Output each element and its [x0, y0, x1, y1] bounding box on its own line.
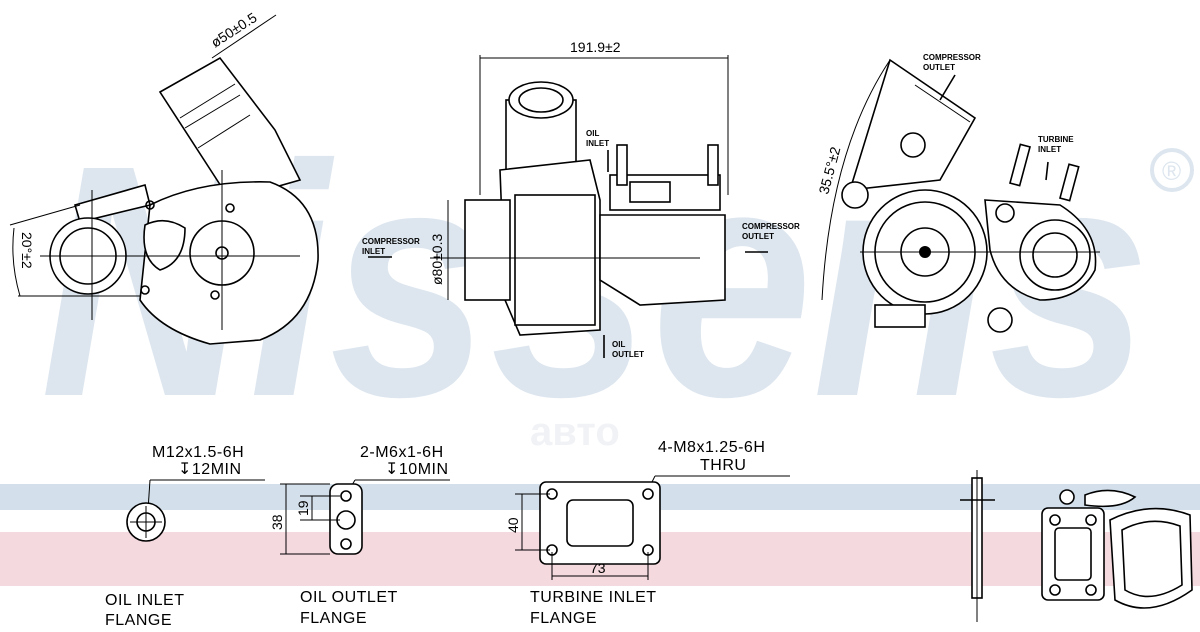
center-view: 191.9±2 ø80±0.3 COMPRESSOR INLET OIL INL… — [362, 39, 800, 359]
drawing-label: TURBINE — [1038, 135, 1074, 144]
drawing-label: COMPRESSOR — [362, 237, 420, 246]
drawing-label: THRU — [700, 457, 746, 474]
drawing-label: OUTLET — [923, 63, 955, 72]
drawing-label: FLANGE — [530, 610, 597, 627]
drawing-label: INLET — [1038, 145, 1061, 154]
drawing-label: OUTLET — [742, 232, 774, 241]
drawing-label: INLET — [586, 139, 609, 148]
drawing-label: авто — [530, 410, 620, 454]
drawing-label: ↧12MIN — [178, 461, 242, 478]
drawing-label: OIL INLET — [105, 592, 184, 609]
oil-inlet-flange: M12x1.5-6H ↧12MIN OIL INLET FLANGE — [105, 444, 265, 629]
right-view: 35.5°±2 COMPRESSOR OUTLET TURBINE INLET — [815, 53, 1100, 333]
turbine-inlet-flange: 4-M8x1.25-6H THRU 40 73 TURBINE INLET FL… — [505, 439, 790, 627]
oil-outlet-flange: 2-M6x1-6H ↧10MIN 38 19 OIL OUTLET FLANGE — [269, 444, 450, 627]
drawing-label: 40 — [505, 517, 521, 533]
drawing-label: 19 — [295, 500, 311, 516]
drawing-label: COMPRESSOR — [923, 53, 981, 62]
drawing-label: 4-M8x1.25-6H — [658, 439, 765, 456]
drawing-label: 73 — [590, 560, 606, 576]
drawing-label: ↧10MIN — [385, 461, 449, 478]
registered-icon — [1150, 148, 1194, 192]
drawing-label: 2-M6x1-6H — [360, 444, 444, 461]
registered-mark: ® — [1162, 156, 1181, 186]
drawing-label: COMPRESSOR — [742, 222, 800, 231]
gaskets-and-studs — [960, 470, 1193, 622]
dim-overall-length: 191.9±2 — [570, 39, 621, 55]
drawing-label: OIL OUTLET — [300, 589, 398, 606]
drawing-label: OUTLET — [612, 350, 644, 359]
drawing-label: FLANGE — [105, 612, 172, 629]
dim-compressor-outlet-diameter: ø50±0.5 — [208, 9, 260, 50]
dim-left-angle: 20°±2 — [19, 232, 35, 269]
avto-watermark-logo: авто — [530, 410, 620, 454]
drawing-label: INLET — [362, 247, 385, 256]
dim-compressor-inlet-diameter: ø80±0.3 — [429, 234, 445, 285]
drawing-label: OIL — [586, 129, 599, 138]
drawing-label: FLANGE — [300, 610, 367, 627]
drawing-label: M12x1.5-6H — [152, 444, 244, 461]
drawing-label: OIL — [612, 340, 625, 349]
drawing-label: 38 — [269, 514, 285, 530]
drawing-label: TURBINE INLET — [530, 589, 657, 606]
